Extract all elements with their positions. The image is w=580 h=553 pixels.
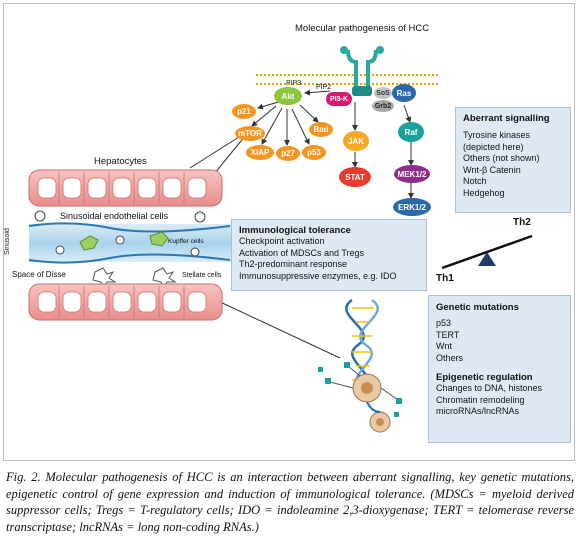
genetic-item: Wnt <box>436 341 453 351</box>
akt-node: Akt <box>274 87 302 105</box>
genetic-item: Others <box>436 352 464 363</box>
th1-th2-seesaw <box>441 234 533 270</box>
bad-node: Bad <box>309 122 333 137</box>
sinusoidal-label: Sinusoidal endothelial cells <box>60 211 169 221</box>
immuno-heading: Immunological tolerance <box>239 225 351 236</box>
aberrant-signalling-box: Aberrant signalling Tyrosine kinases (de… <box>455 107 571 213</box>
immuno-item: Immunosuppressive enzymes, e.g. IDO <box>239 270 397 281</box>
immuno-item: Checkpoint activation <box>239 236 325 246</box>
p53-node: p53 <box>302 145 326 160</box>
epigenetic-heading: Epigenetic regulation <box>436 372 533 383</box>
erk-node: ERK1/2 <box>393 198 431 216</box>
diagram-title: Molecular pathogenesis of HCC <box>295 23 430 34</box>
hepatocyte-row-top <box>28 169 223 207</box>
stellate-cell <box>152 267 177 290</box>
sos-node: SoS <box>374 87 392 99</box>
aberrant-item: Others (not shown) <box>463 153 540 163</box>
th1-label: Th1 <box>436 273 454 284</box>
stellate-cell <box>92 267 117 290</box>
jak-node: JAK <box>343 131 369 151</box>
p27-node: p27 <box>276 146 300 161</box>
immunological-tolerance-box: Immunological tolerance Checkpoint activ… <box>231 219 427 291</box>
aberrant-item: Notch <box>463 176 487 186</box>
genetic-heading: Genetic mutations <box>436 302 519 313</box>
epigenetic-item: Chromatin remodeling <box>436 394 525 405</box>
genetic-item: p53 <box>436 318 452 328</box>
immuno-item: Activation of MDSCs and Tregs <box>239 247 365 258</box>
grb2-node: Grb2 <box>372 100 394 112</box>
sinusoid-channel <box>28 210 234 290</box>
pi3k-node: PI3-K <box>326 92 352 106</box>
ras-node: Ras <box>392 84 416 102</box>
aberrant-item: Hedgehog <box>463 187 505 198</box>
aberrant-item: Wnt-β Catenin <box>463 164 521 175</box>
kupffer-cell <box>79 235 99 251</box>
figure-frame <box>3 3 575 461</box>
tyrosine-kinase-receptor <box>340 46 384 96</box>
hepatocyte-row-bottom <box>28 283 223 321</box>
genetic-epigenetic-box: Genetic mutations p53 TERT Wnt Others Ep… <box>428 295 571 443</box>
hepatocytes-label: Hepatocytes <box>94 156 147 167</box>
stat-node: STAT <box>339 167 371 187</box>
stellate-label: Stellate cells <box>182 272 222 279</box>
sinusoid-label: Sinusoid <box>4 228 11 255</box>
zoom-line-dna <box>217 300 341 359</box>
nucleosome-chromatin <box>318 362 402 433</box>
genetic-item: TERT <box>436 329 460 340</box>
raf-node: Raf <box>398 122 424 142</box>
epigenetic-item: microRNAs/lncRNAs <box>436 406 520 416</box>
aberrant-item: Tyrosine kinases <box>463 130 531 140</box>
figure-caption: Fig. 2. Molecular pathogenesis of HCC is… <box>6 470 574 534</box>
kupffer-cell <box>149 231 169 247</box>
p21-node: p21 <box>232 104 256 119</box>
mtor-node: mTOR <box>235 126 265 141</box>
epigenetic-item: Changes to DNA, histones <box>436 383 543 393</box>
pip3-label: PIP3 <box>286 80 302 87</box>
mek-node: MEK1/2 <box>394 165 430 183</box>
aberrant-heading: Aberrant signalling <box>463 113 550 124</box>
pip2-label: PIP2 <box>316 84 332 91</box>
disse-label: Space of Disse <box>12 270 66 279</box>
th2-label: Th2 <box>513 217 531 228</box>
xiap-node: XIAP <box>246 145 274 160</box>
immuno-item: Th2-predominant response <box>239 259 348 269</box>
kupffer-label: Kupffer cells <box>168 238 204 245</box>
aberrant-item: (depicted here) <box>463 141 524 152</box>
